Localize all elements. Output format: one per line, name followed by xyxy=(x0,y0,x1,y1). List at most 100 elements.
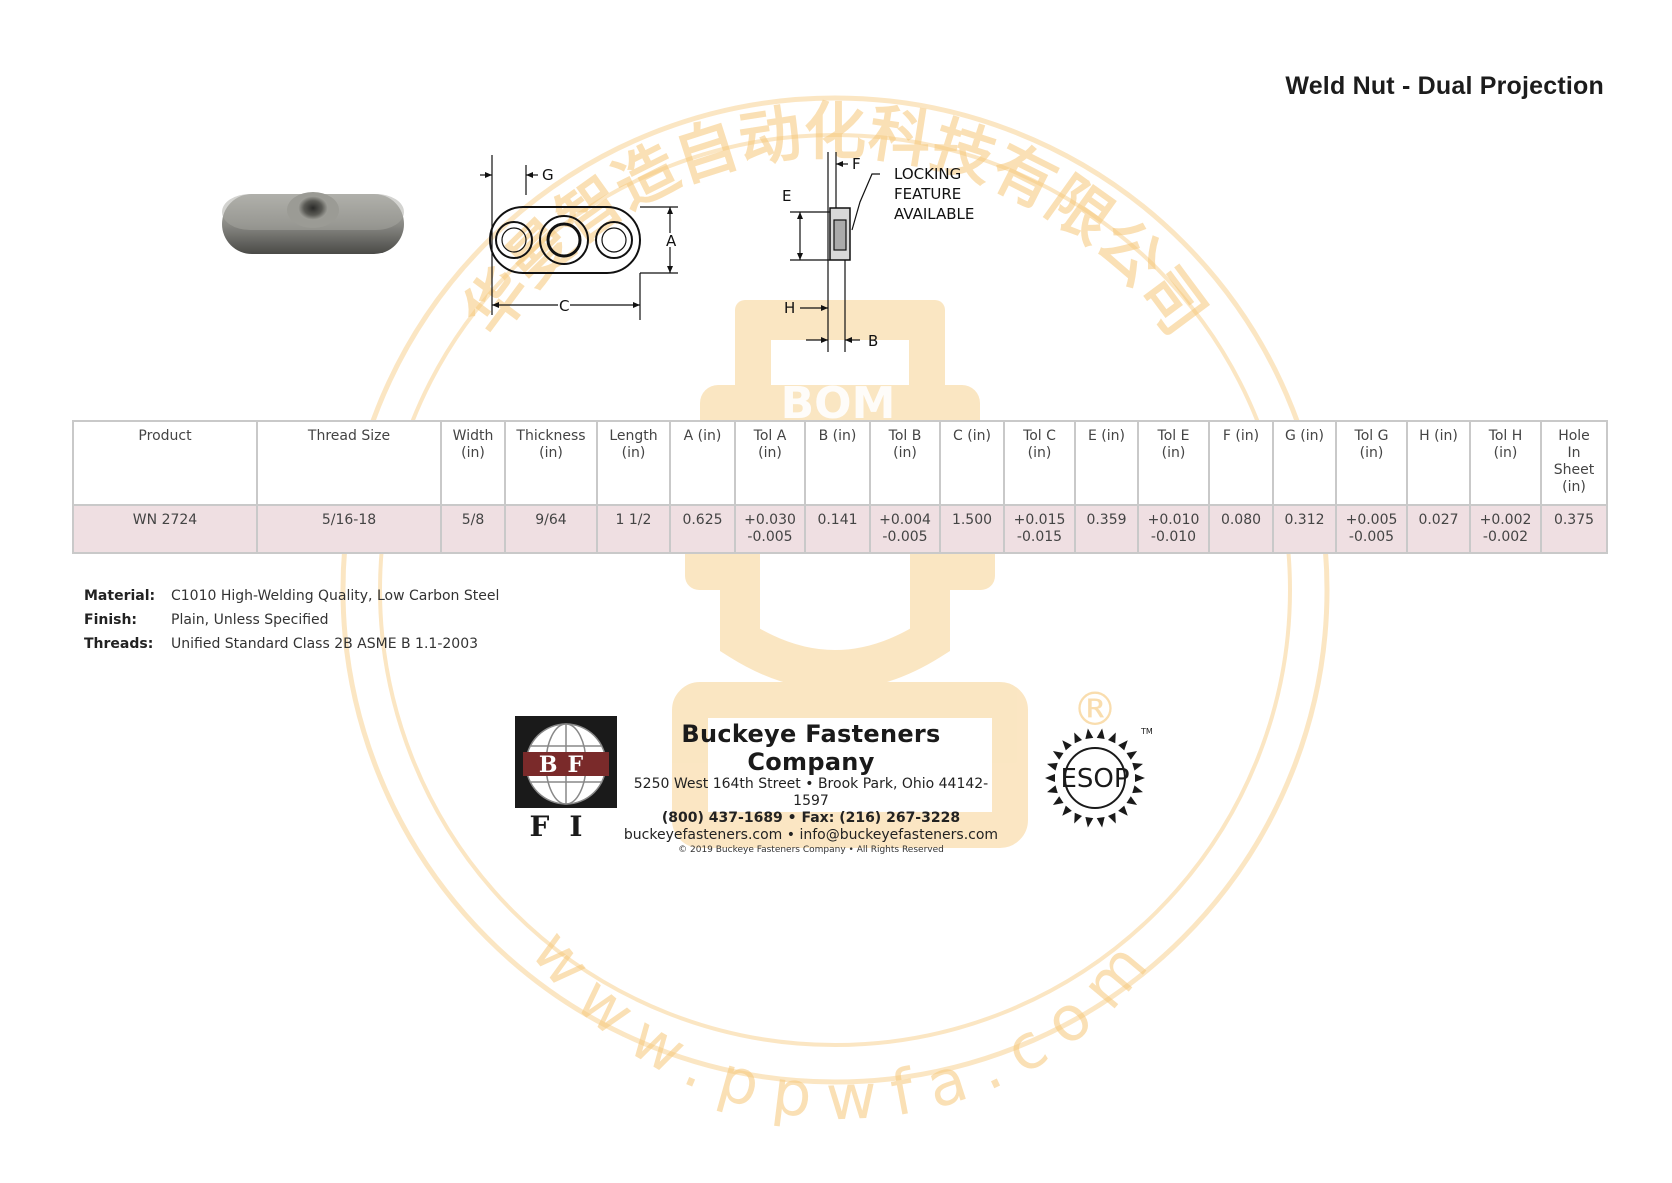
table-cell: 1 1/2 xyxy=(596,504,671,554)
property-row: Finish: Plain, Unless Specified xyxy=(84,608,499,632)
company-name: Buckeye Fasteners Company xyxy=(681,720,941,776)
header-line: H (in) xyxy=(1419,428,1458,444)
header-line: Thickness xyxy=(516,428,586,444)
column-header: Tol C(in) xyxy=(1003,420,1076,506)
table-cell: 0.027 xyxy=(1406,504,1471,554)
header-line: Length xyxy=(609,428,658,444)
header-line: G (in) xyxy=(1285,428,1324,444)
esop-figure-icon xyxy=(1126,750,1138,760)
cell-line: 9/64 xyxy=(535,512,567,528)
cell-line: -0.002 xyxy=(1482,529,1529,545)
esop-figure-icon xyxy=(1132,785,1143,794)
table-cell: +0.030-0.005 xyxy=(734,504,806,554)
cell-line: +0.005 xyxy=(1345,512,1398,528)
company-info: Buckeye Fasteners Company 5250 West 164t… xyxy=(621,720,1001,856)
header-line: C (in) xyxy=(953,428,991,444)
property-label: Finish: xyxy=(84,612,138,628)
header-line: B (in) xyxy=(818,428,857,444)
esop-figure-icon xyxy=(1047,785,1058,794)
esop-figure-icon xyxy=(1107,812,1116,824)
company-footer: BF FI Buckeye Fasteners Company 5250 Wes… xyxy=(515,716,1155,855)
table-cell: +0.002-0.002 xyxy=(1469,504,1542,554)
table-cell: +0.010-0.010 xyxy=(1137,504,1210,554)
esop-figure-icon xyxy=(1052,796,1064,806)
dim-label-f: F xyxy=(852,155,861,173)
header-line: Sheet xyxy=(1553,462,1595,478)
table-cell: +0.015-0.015 xyxy=(1003,504,1076,554)
property-row: Threads: Unified Standard Class 2B ASME … xyxy=(84,632,499,656)
column-header: H (in) xyxy=(1406,420,1471,506)
dim-label-a: A xyxy=(666,232,677,250)
column-header: C (in) xyxy=(939,420,1005,506)
header-line: A (in) xyxy=(683,428,722,444)
column-header: Thickness(in) xyxy=(504,420,598,506)
header-line: In xyxy=(1567,445,1581,461)
header-line: (in) xyxy=(1562,479,1586,495)
esop-figure-icon xyxy=(1074,812,1083,824)
cell-line: 0.141 xyxy=(817,512,858,528)
table-cell: 0.080 xyxy=(1208,504,1274,554)
cell-line: +0.010 xyxy=(1147,512,1200,528)
esop-figure-icon xyxy=(1062,740,1072,751)
table-cell: 9/64 xyxy=(504,504,598,554)
locking-note-line1: LOCKING xyxy=(894,165,961,183)
esop-figure-icon xyxy=(1132,762,1143,771)
weld-nut-photo xyxy=(222,192,404,254)
header-line: (in) xyxy=(621,445,646,461)
logo-bf-text: BF xyxy=(539,752,593,778)
dim-label-e: E xyxy=(782,187,791,205)
table-cell: WN 2724 xyxy=(72,504,258,554)
header-line: (in) xyxy=(1493,445,1518,461)
column-header: F (in) xyxy=(1208,420,1274,506)
header-line: E (in) xyxy=(1088,428,1125,444)
dim-label-c: C xyxy=(559,297,569,315)
material-properties: Material: C1010 High-Welding Quality, Lo… xyxy=(84,584,499,656)
cell-line: 5/16-18 xyxy=(321,512,377,528)
header-line: Thread Size xyxy=(307,428,391,444)
company-address: 5250 West 164th Street • Brook Park, Ohi… xyxy=(633,776,989,809)
cell-line: +0.002 xyxy=(1479,512,1532,528)
table-cell: 0.625 xyxy=(669,504,736,554)
esop-figure-icon xyxy=(1052,750,1064,760)
cell-line: 0.359 xyxy=(1086,512,1127,528)
watermark-url: www.ppwfa.com xyxy=(517,915,1172,1134)
header-line: (in) xyxy=(539,445,563,461)
header-line: (in) xyxy=(758,445,782,461)
header-line: F (in) xyxy=(1222,428,1260,444)
table-cell: 0.141 xyxy=(804,504,871,554)
column-header: Width(in) xyxy=(440,420,506,506)
header-line: Tol E xyxy=(1157,428,1190,444)
header-line: Hole xyxy=(1558,428,1590,444)
locking-note-line3: AVAILABLE xyxy=(894,205,974,223)
property-value: C1010 High-Welding Quality, Low Carbon S… xyxy=(171,588,500,604)
esop-figure-icon xyxy=(1135,774,1145,782)
cell-line: 0.027 xyxy=(1418,512,1459,528)
header-line: Tol H xyxy=(1488,428,1523,444)
header-line: (in) xyxy=(1161,445,1186,461)
esop-figure-icon xyxy=(1047,762,1058,771)
header-line: Width xyxy=(452,428,494,444)
page-title: Weld Nut - Dual Projection xyxy=(1285,72,1604,100)
cell-line: +0.004 xyxy=(879,512,931,528)
column-header: B (in) xyxy=(804,420,871,506)
column-header: E (in) xyxy=(1074,420,1139,506)
table-cell: 0.375 xyxy=(1540,504,1608,554)
cell-line: 0.625 xyxy=(682,512,723,528)
column-header: Tol B(in) xyxy=(869,420,941,506)
front-view-drawing: G A C xyxy=(480,155,678,320)
esop-figure-icon xyxy=(1118,740,1128,751)
table-cell: 5/8 xyxy=(440,504,506,554)
cell-line: 0.312 xyxy=(1284,512,1325,528)
esop-text: ESOP xyxy=(1060,764,1129,794)
bf-globe-logo: BF FI xyxy=(515,716,617,840)
column-header: G (in) xyxy=(1272,420,1337,506)
cell-line: 0.375 xyxy=(1553,512,1595,528)
table-cell: 0.312 xyxy=(1272,504,1337,554)
table-cell: 0.359 xyxy=(1074,504,1139,554)
column-header: A (in) xyxy=(669,420,736,506)
locking-note-line2: FEATURE xyxy=(894,185,961,203)
property-label: Threads: xyxy=(84,636,154,652)
property-label: Material: xyxy=(84,588,156,604)
cell-line: 1.500 xyxy=(951,512,993,528)
